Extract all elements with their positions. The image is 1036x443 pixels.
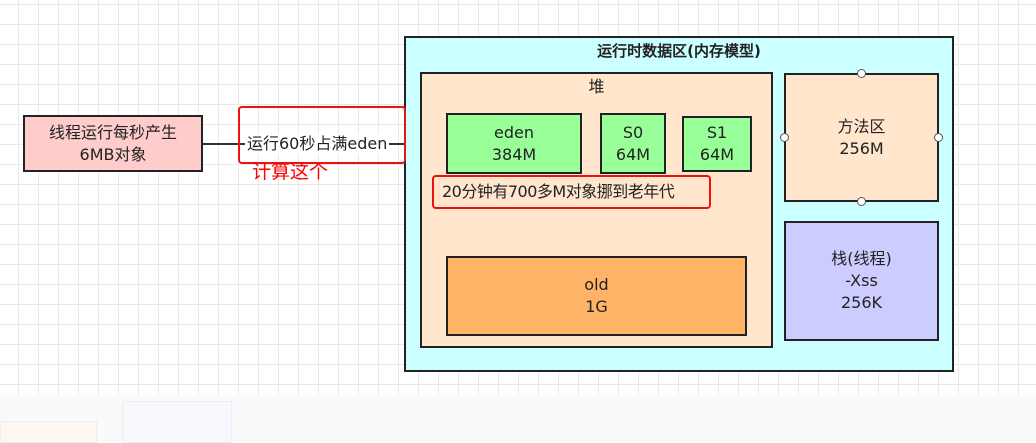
method-area-size: 256M (839, 138, 884, 158)
eden-size: 384M (491, 144, 537, 164)
stack-size: 256K (840, 293, 883, 312)
resize-handle-top[interactable] (857, 69, 866, 78)
s0-name: S0 (622, 122, 644, 142)
old-size: 1G (585, 297, 608, 316)
stack-name: 栈(线程) (831, 249, 892, 268)
method-area-name: 方法区 (837, 116, 886, 136)
eden-name: eden (494, 122, 534, 142)
eden-space[interactable]: eden 384M (446, 113, 582, 174)
resize-handle-left[interactable] (780, 133, 789, 142)
calc-note: 计算这个 (252, 161, 329, 183)
thread-line-1: 线程运行每秒产生 (48, 122, 177, 142)
arrow-label: 运行60秒占满eden (245, 134, 390, 154)
s1-size: 64M (699, 145, 735, 164)
method-area[interactable]: 方法区 256M (784, 73, 939, 202)
s0-space[interactable]: S0 64M (600, 113, 666, 174)
thread-line-2: 6MB对象 (79, 144, 147, 164)
promotion-label-highlight (432, 175, 711, 209)
old-generation[interactable]: old 1G (446, 256, 747, 336)
promotion-label: 20分钟有700多M对象挪到老年代 (442, 182, 675, 201)
heap-title: 堆 (588, 77, 605, 96)
s1-name: S1 (706, 123, 728, 142)
thread-box[interactable]: 线程运行每秒产生 6MB对象 (23, 115, 203, 172)
faded-shape (122, 401, 232, 443)
stack-flag: -Xss (845, 271, 878, 290)
s0-size: 64M (615, 144, 651, 164)
resize-handle-bottom[interactable] (857, 197, 866, 206)
bottom-strip (0, 395, 1036, 443)
runtime-area-title: 运行时数据区(内存模型) (597, 42, 761, 60)
old-name: old (584, 275, 609, 294)
arrow-label-highlight (238, 106, 406, 164)
s1-space[interactable]: S1 64M (682, 116, 752, 172)
stack-area[interactable]: 栈(线程) -Xss 256K (784, 221, 939, 341)
resize-handle-right[interactable] (934, 133, 943, 142)
